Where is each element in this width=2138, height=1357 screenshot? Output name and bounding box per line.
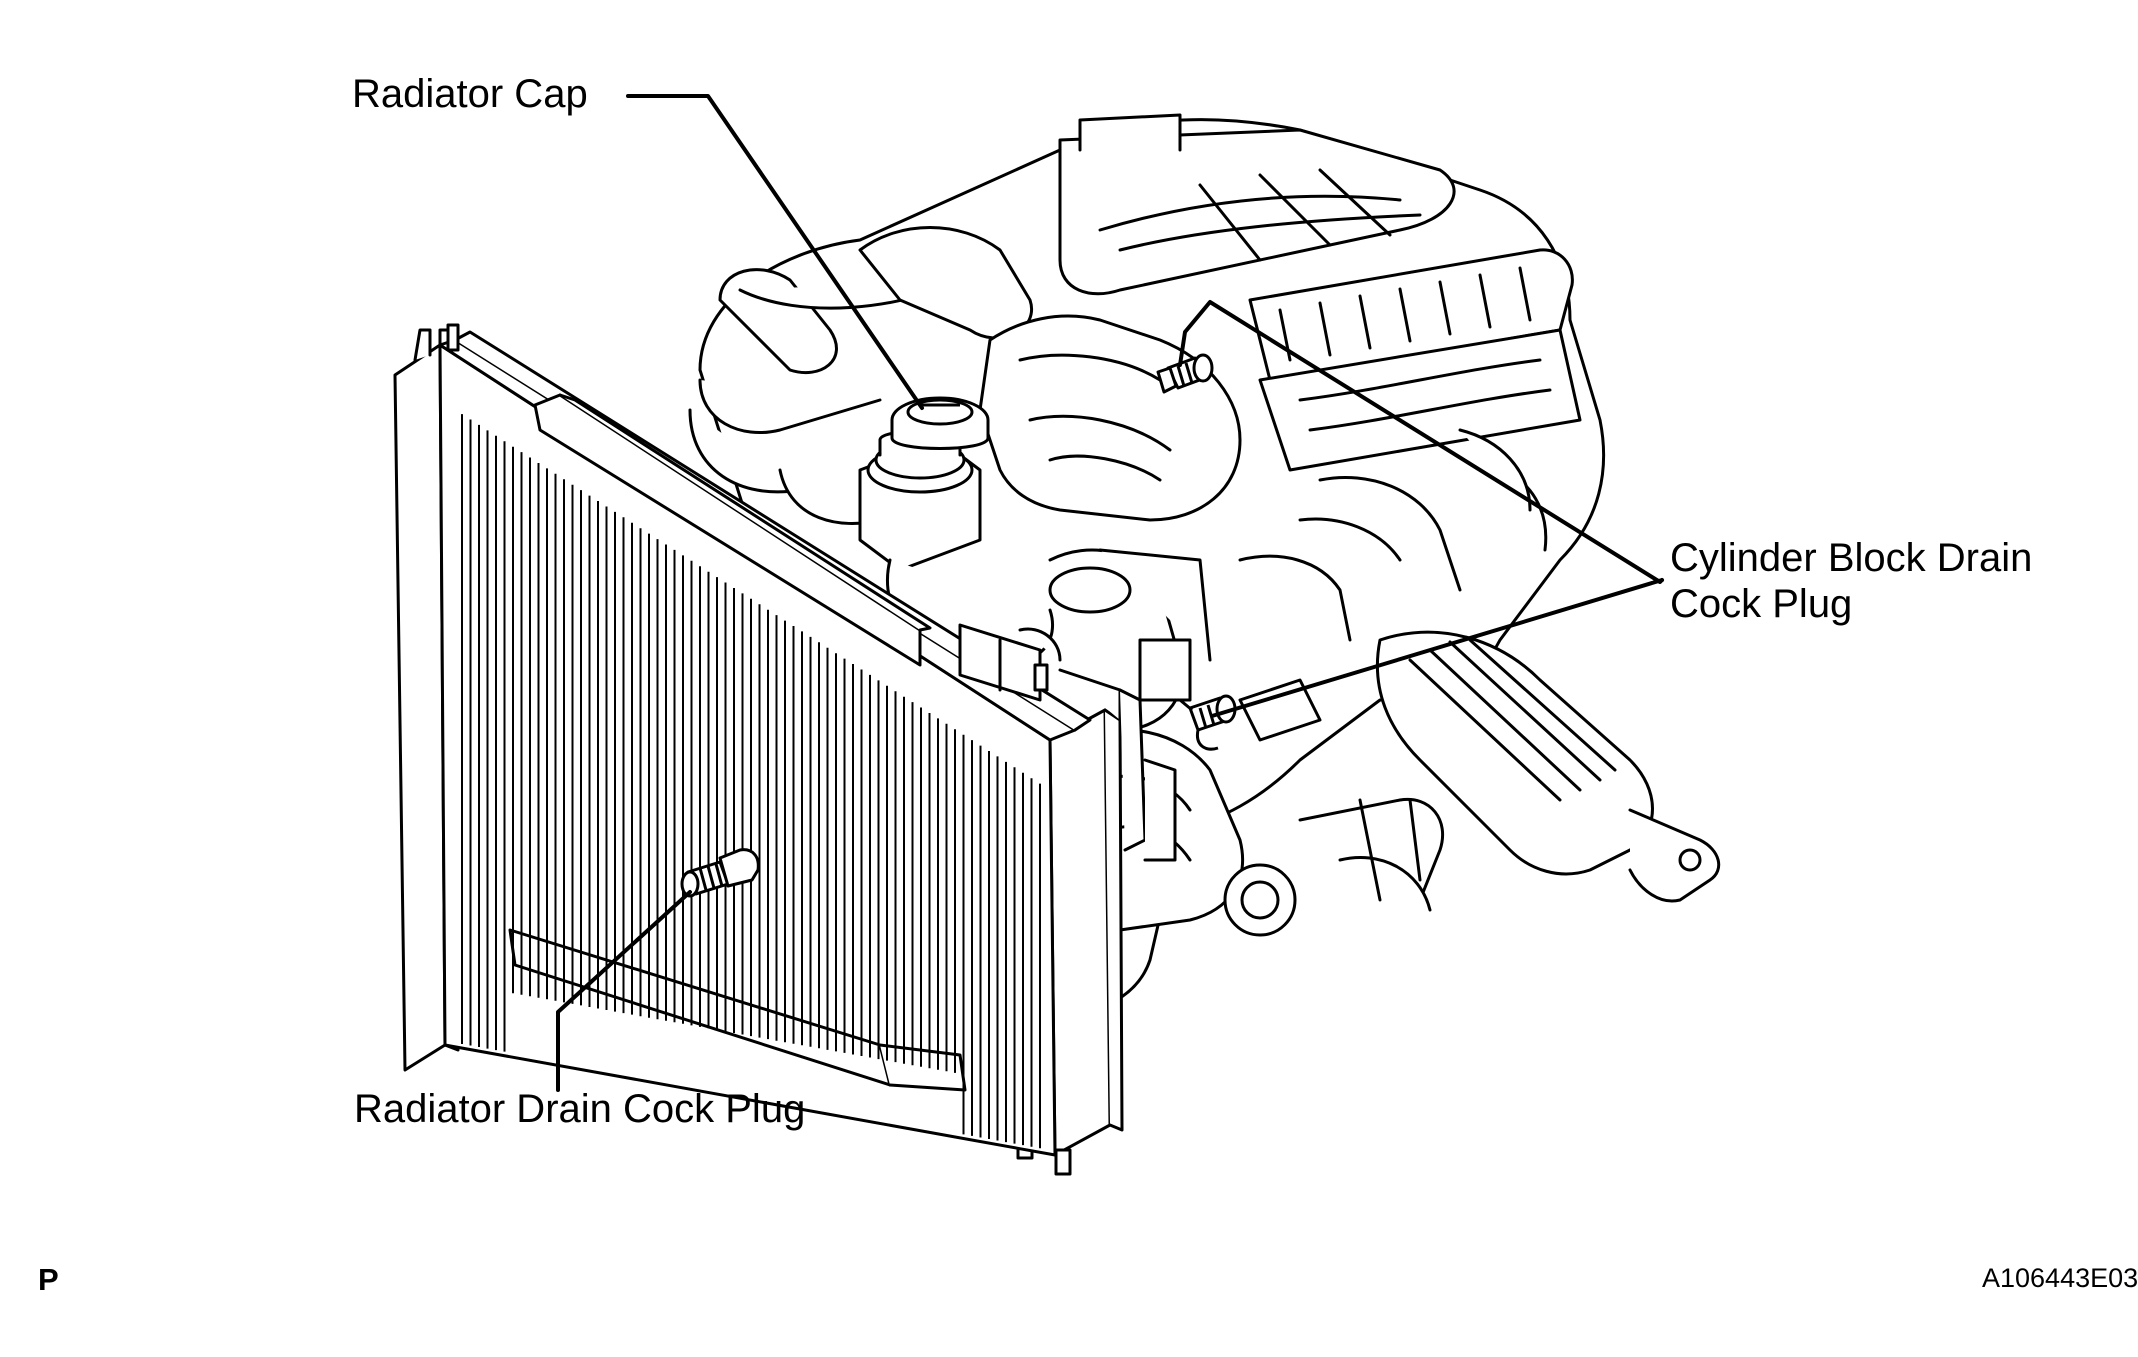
- radiator: [393, 323, 1177, 1176]
- cylinder-block-drain-plug-upper: [1156, 353, 1214, 394]
- radiator-cap: [890, 396, 990, 450]
- radiator-cap-label: Radiator Cap: [352, 72, 588, 116]
- leader-radiator-cap: [626, 94, 924, 410]
- leader-radiator-drain: [556, 890, 692, 1092]
- leader-lines: [556, 94, 1664, 1092]
- radiator-drain-cock-plug: [680, 848, 760, 898]
- figure-code: A106443E03: [1982, 1263, 2138, 1293]
- cylinder-block-drain-label-line1: Cylinder Block Drain: [1670, 536, 2033, 580]
- corner-mark: P: [38, 1262, 59, 1297]
- radiator-drain-label: Radiator Drain Cock Plug: [354, 1087, 806, 1131]
- cylinder-block-drain-label-line2: Cock Plug: [1670, 582, 1853, 626]
- radiator-core-fins: [461, 414, 1041, 1149]
- leader-cylinder-block-lower: [1210, 578, 1664, 718]
- cylinder-block-drain-plug-lower: [1179, 694, 1237, 751]
